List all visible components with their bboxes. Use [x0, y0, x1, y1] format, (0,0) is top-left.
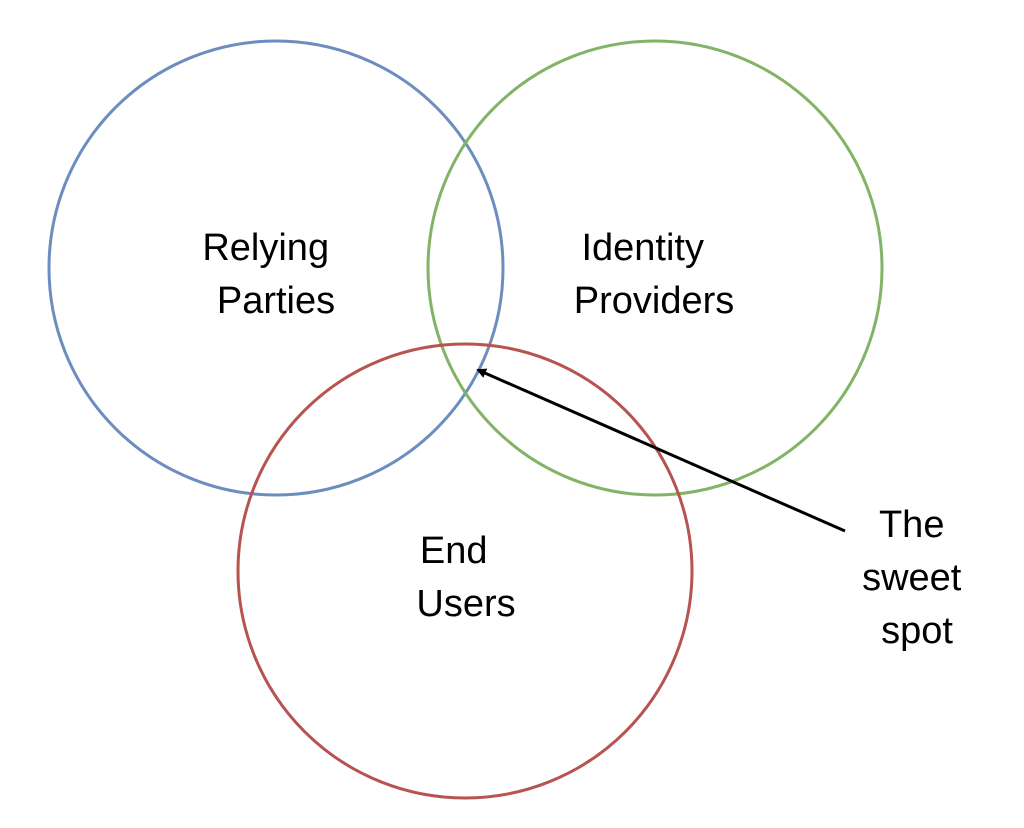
relying-parties-label-line-1: Relying	[202, 227, 329, 269]
sweet-spot-label-line-1: The	[879, 504, 944, 546]
relying-parties-label: Relying Parties	[202, 227, 339, 322]
identity-providers-circle	[426, 39, 884, 497]
relying-parties-label-line-2: Parties	[217, 280, 335, 322]
end-users-circle	[236, 342, 694, 800]
end-users-label: End Users	[416, 530, 515, 625]
sweet-spot-label-line-2: sweet	[862, 557, 962, 599]
sweet-spot-arrow	[476, 368, 846, 533]
end-users-label-line-2: Users	[416, 583, 515, 625]
identity-providers-label: Identity Providers	[574, 227, 735, 322]
identity-providers-label-line-1: Identity	[581, 227, 704, 269]
sweet-spot-label: The sweet spot	[862, 504, 972, 652]
relying-parties-circle	[47, 39, 505, 497]
identity-providers-label-line-2: Providers	[574, 280, 735, 322]
sweet-spot-label-line-3: spot	[881, 610, 953, 652]
end-users-label-line-1: End	[420, 530, 488, 572]
